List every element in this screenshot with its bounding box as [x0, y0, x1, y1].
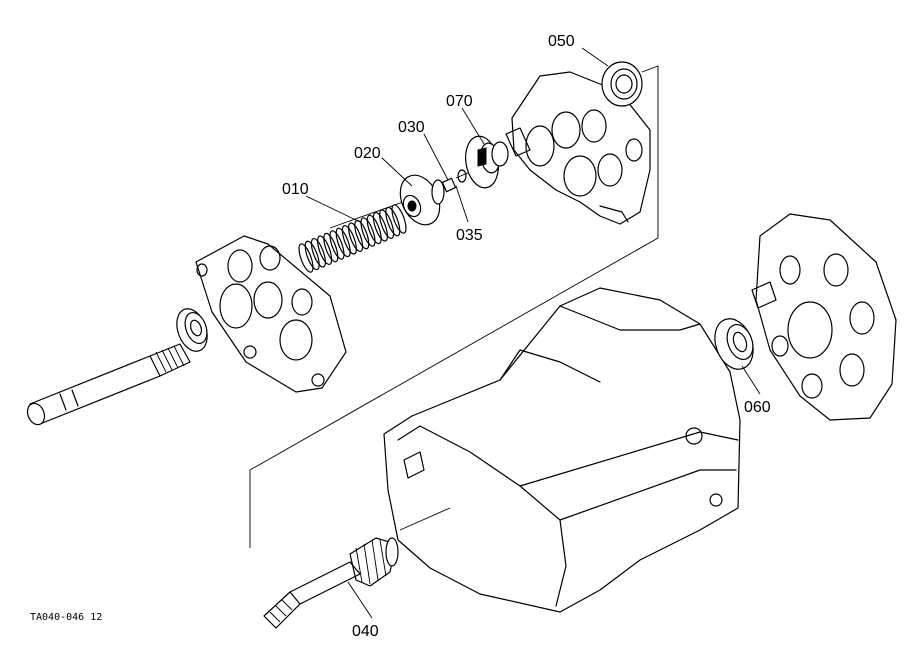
spring-coil	[391, 204, 407, 234]
pump-cover-plate	[195, 235, 347, 393]
spring-coil	[379, 209, 395, 239]
spring-coil	[354, 219, 370, 250]
label-010: 010	[282, 181, 309, 198]
spring-coil	[366, 214, 382, 245]
drawing-code: TA040-046 12	[30, 612, 102, 623]
part-labels: 010 020 030 035 040 050 060 070	[282, 33, 771, 640]
spring-coil	[335, 227, 351, 258]
input-shaft	[26, 343, 191, 426]
label-050: 050	[548, 33, 575, 50]
spring-coil	[341, 225, 357, 255]
spring-coil	[317, 235, 333, 265]
rear-cover	[751, 213, 897, 421]
valve-plate	[465, 135, 509, 189]
output-shaft-gear	[263, 507, 451, 629]
spring-seat-plate	[399, 174, 445, 226]
label-040: 040	[352, 623, 379, 640]
spring-coil	[385, 206, 401, 237]
spring-coil	[323, 232, 339, 263]
compression-spring	[298, 195, 421, 273]
spring-coil	[298, 243, 314, 273]
label-060: 060	[744, 399, 771, 416]
label-020: 020	[354, 145, 381, 162]
spring-coil	[310, 238, 326, 268]
label-030: 030	[398, 119, 425, 136]
assembly-bracket-lines	[249, 65, 659, 548]
spring-coil	[372, 212, 388, 242]
input-bearing	[176, 308, 208, 352]
upper-pump-housing	[505, 71, 651, 225]
spring-coil	[304, 240, 320, 271]
leader-lines	[305, 47, 761, 619]
bearing-050	[601, 61, 643, 107]
transmission-case	[383, 287, 741, 613]
spring-coil	[360, 217, 376, 247]
bearing-060	[714, 318, 754, 370]
label-070: 070	[446, 93, 473, 110]
spring-coil	[329, 230, 345, 260]
label-035: 035	[456, 227, 483, 244]
pin-and-washer	[441, 169, 471, 193]
spring-coil	[348, 222, 364, 252]
